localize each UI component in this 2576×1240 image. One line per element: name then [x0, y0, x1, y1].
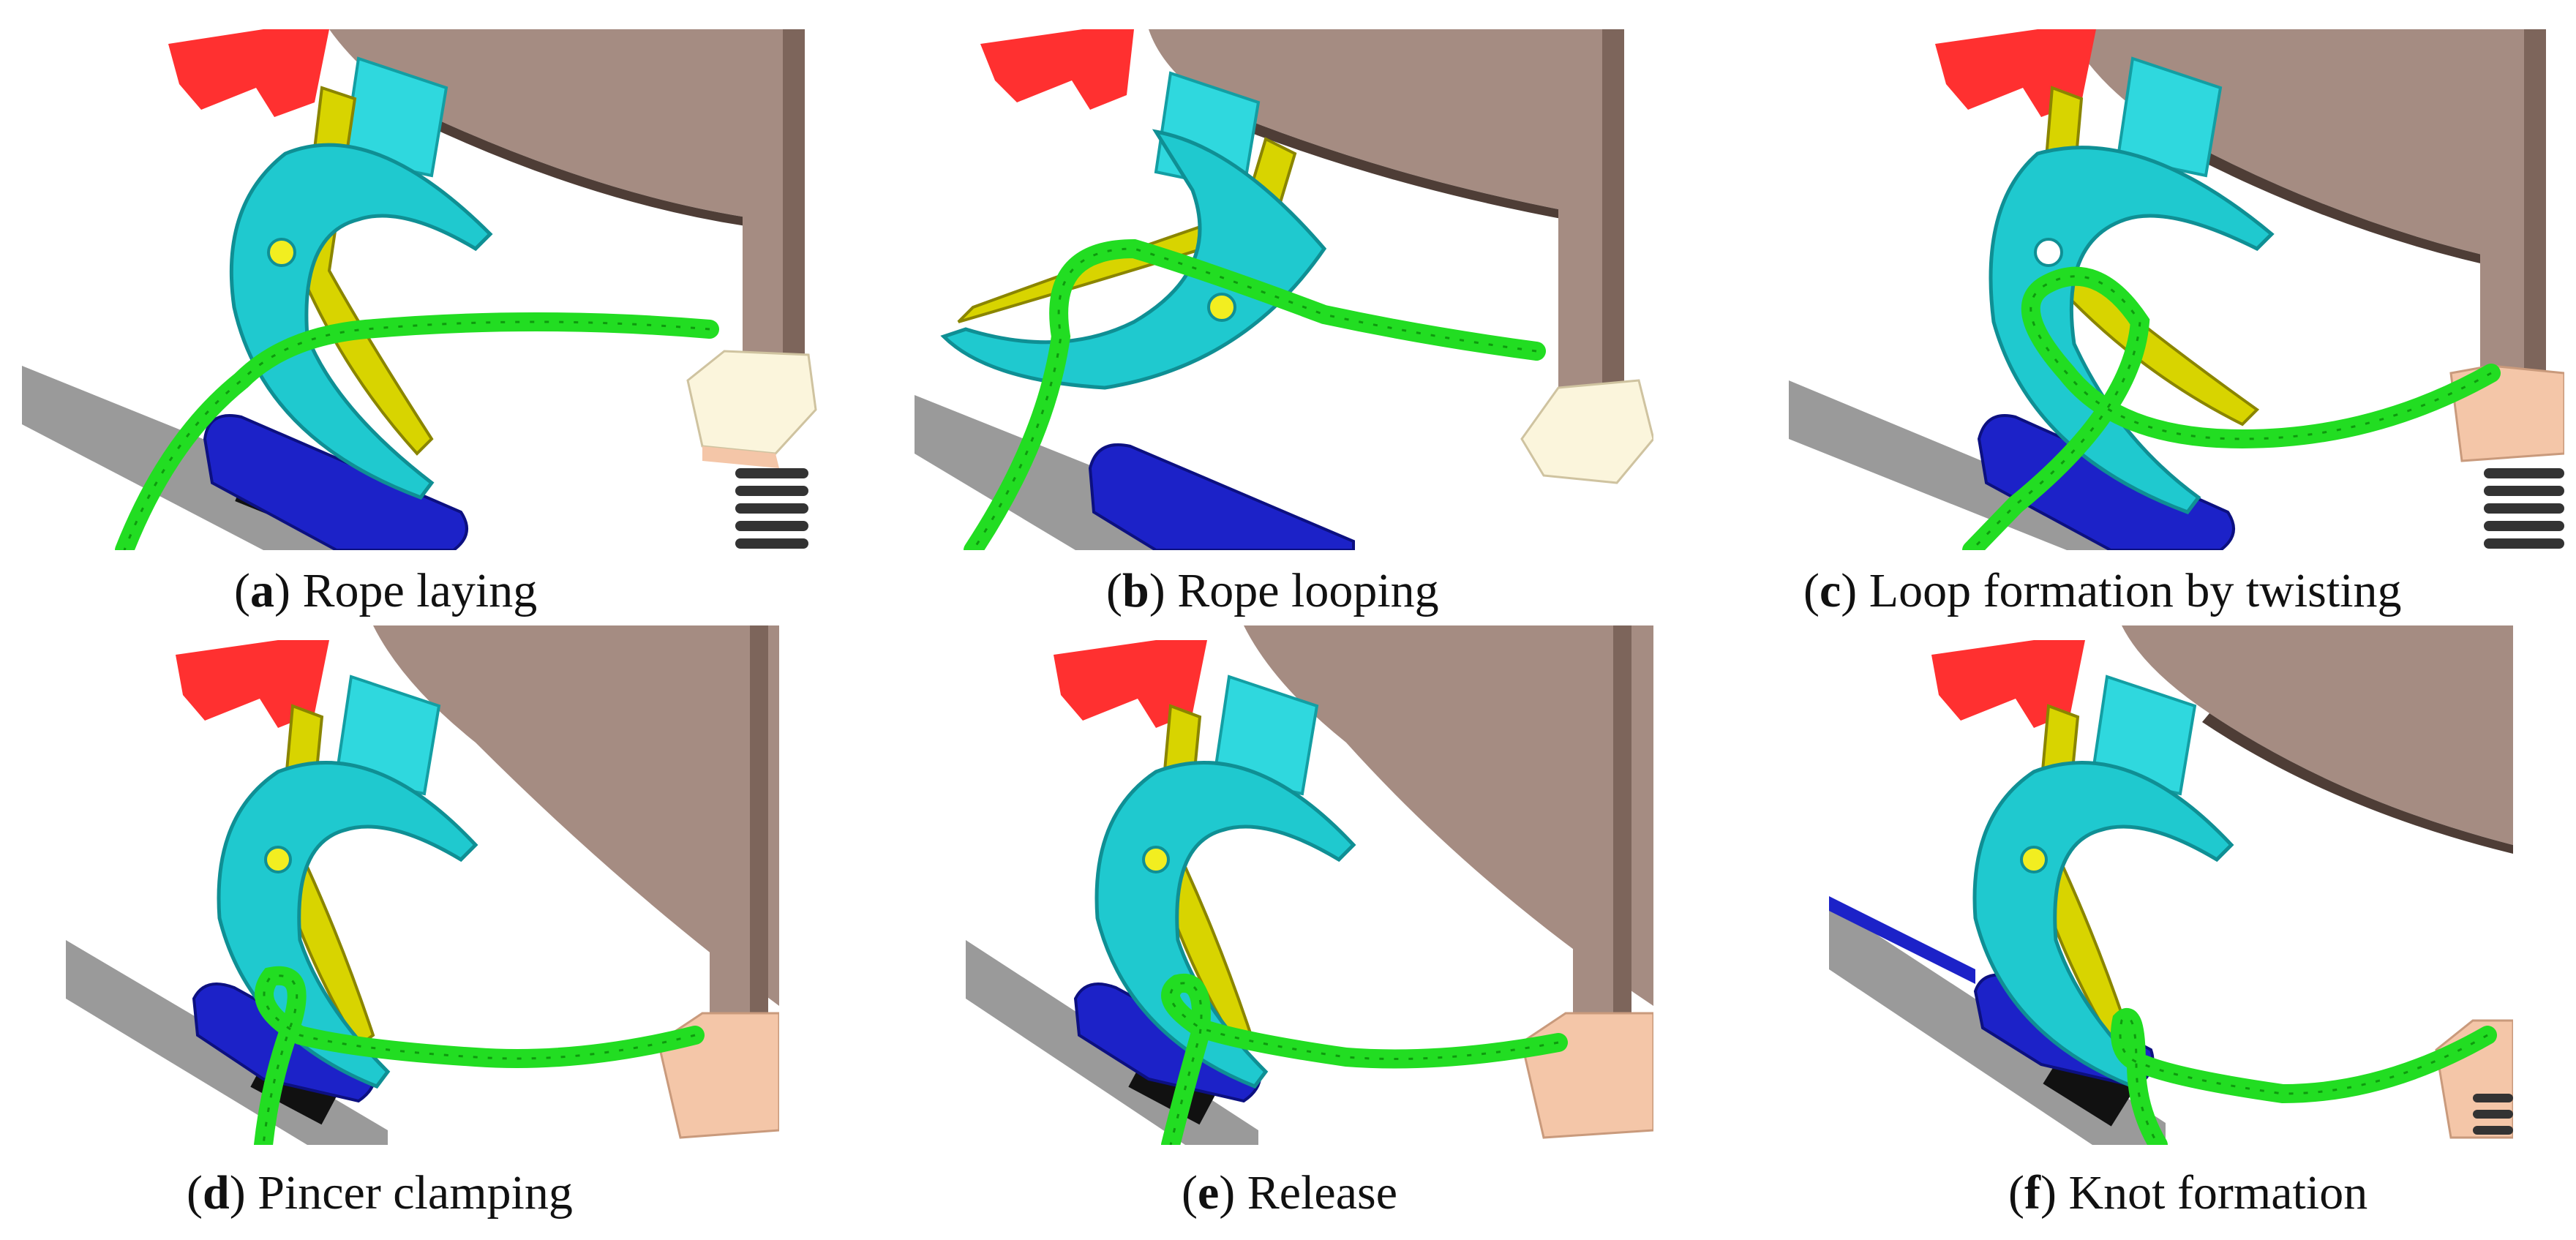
blue-clamp-block: [1977, 414, 2235, 550]
hook-hole: [1142, 846, 1170, 873]
red-clamp: [1931, 640, 2085, 728]
cyan-mount: [334, 675, 441, 796]
caption-a-text: Rope laying: [302, 564, 538, 617]
panel-d-pincer-clamping: [66, 625, 779, 1145]
blue-rail-edge: [1829, 896, 1975, 984]
caption-a-letter: a: [249, 564, 274, 617]
knotter-body: [373, 625, 779, 1006]
hook-knife: [1989, 146, 2275, 514]
caption-e: (e) Release: [1182, 1166, 1397, 1220]
cyan-mount: [1212, 675, 1319, 796]
hook-knife: [229, 143, 493, 500]
caption-d-letter: d: [202, 1166, 230, 1220]
spring: [2473, 1094, 2513, 1135]
rope: [115, 312, 719, 550]
shaft-collar: [1520, 379, 1653, 484]
cyan-mount: [2116, 56, 2223, 178]
panel-c-loop-formation-by-twisting: [1789, 29, 2564, 550]
caption-b: (b) Rope looping: [1106, 564, 1439, 617]
knotter-body: [1149, 29, 1573, 212]
rope: [2111, 1008, 2497, 1145]
caption-c-text: Loop formation by twisting: [1869, 564, 2402, 617]
spring: [735, 468, 808, 549]
red-clamp: [176, 640, 329, 728]
shaft-collar: [686, 350, 817, 455]
panel-b-illustration: [915, 29, 1653, 550]
red-clamp: [1054, 640, 1207, 728]
caption-b-text: Rope looping: [1177, 564, 1439, 617]
caption-a: (a) Rope laying: [234, 564, 538, 617]
hook-knife: [217, 761, 478, 1089]
caption-d-text: Pincer clamping: [258, 1166, 573, 1220]
caption-e-letter: e: [1197, 1166, 1220, 1220]
hook-hole: [2034, 238, 2063, 267]
hook-knife: [1972, 761, 2234, 1089]
shaft-collar: [1520, 1012, 1653, 1139]
blue-clamp-block: [203, 414, 468, 550]
caption-f-text: Knot formation: [2068, 1166, 2368, 1220]
panel-e-release: [966, 625, 1653, 1145]
knotter-body: [1244, 625, 1653, 1006]
panel-c-illustration: [1789, 29, 2564, 550]
caption-f: (f) Knot formation: [2008, 1166, 2368, 1220]
spring: [2484, 468, 2564, 549]
panel-f-knot-formation: [1829, 625, 2513, 1145]
hook-hole: [267, 238, 296, 267]
rope: [964, 238, 1546, 550]
red-clamp: [980, 29, 1134, 110]
caption-f-letter: f: [2024, 1166, 2040, 1220]
caption-e-text: Release: [1247, 1166, 1397, 1220]
caption-c-letter: c: [1819, 564, 1841, 617]
cyan-mount: [2090, 675, 2197, 796]
red-clamp: [168, 29, 329, 117]
hook-hole: [2020, 846, 2048, 873]
panel-a-rope-laying: [22, 29, 823, 550]
hook-hole: [1207, 293, 1236, 322]
caption-b-letter: b: [1122, 564, 1149, 617]
knotter-body: [2122, 625, 2513, 845]
panel-d-illustration: [66, 625, 779, 1145]
knotter-body: [329, 29, 761, 219]
caption-c: (c) Loop formation by twisting: [1803, 564, 2402, 617]
panel-b-rope-looping: [915, 29, 1653, 550]
hook-hole: [264, 846, 292, 873]
panel-a-illustration: [22, 29, 817, 550]
caption-d: (d) Pincer clamping: [187, 1166, 573, 1220]
panel-f-illustration: [1829, 625, 2513, 1145]
hook-knife: [1094, 761, 1356, 1089]
blue-clamp-block: [1088, 443, 1355, 550]
rope: [254, 966, 705, 1145]
panel-e-illustration: [966, 625, 1653, 1145]
hook-knife: [940, 129, 1327, 390]
